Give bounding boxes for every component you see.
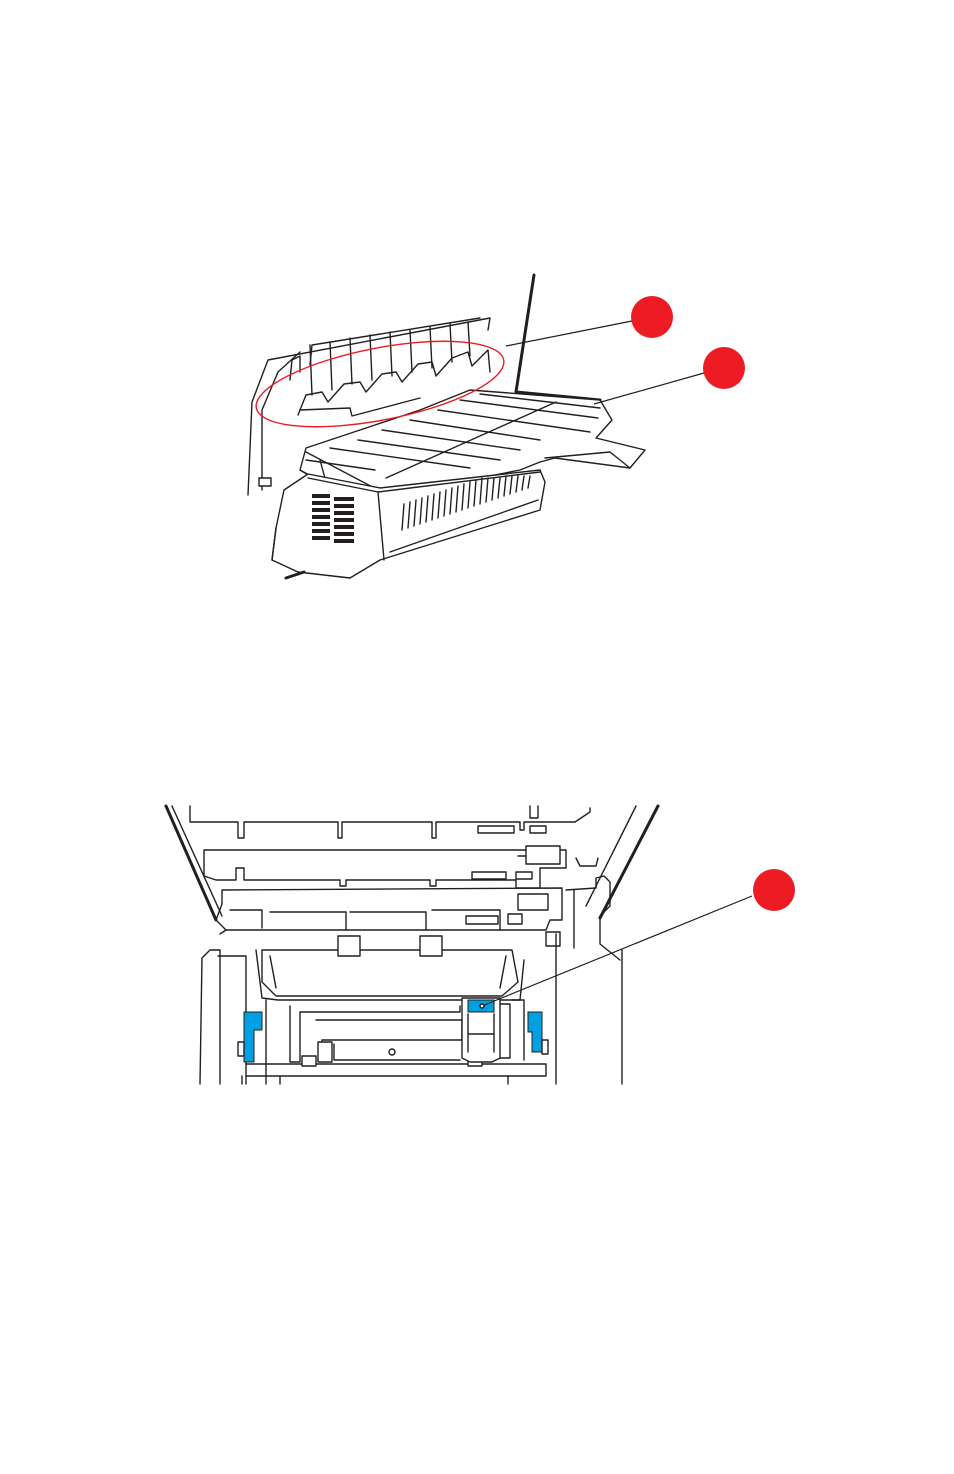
leader-line-2 xyxy=(594,373,704,404)
led-head-bar-middle xyxy=(204,846,598,888)
led-head-bar-lower xyxy=(216,888,562,946)
fuser-latch-left xyxy=(244,1012,262,1062)
fuser-unit xyxy=(242,936,546,1084)
duplex-housing xyxy=(272,470,545,578)
leader-line-3 xyxy=(482,896,752,1006)
fuser-cover xyxy=(262,950,518,996)
printer-casing-right xyxy=(556,876,622,1084)
paper-path-guide xyxy=(300,390,645,492)
rear-cover-edge xyxy=(516,275,600,400)
callout-1-marker xyxy=(631,296,673,338)
fuser-interior-figure xyxy=(166,806,795,1084)
duplex-unit-figure xyxy=(248,275,745,578)
top-cover-left-edge xyxy=(166,806,216,920)
printer-casing-left xyxy=(200,930,246,1084)
fuser-latch-right xyxy=(528,1012,542,1052)
callout-1-marker-fuser xyxy=(753,869,795,911)
led-head-bar-top xyxy=(190,806,590,838)
callout-2-marker xyxy=(703,347,745,389)
